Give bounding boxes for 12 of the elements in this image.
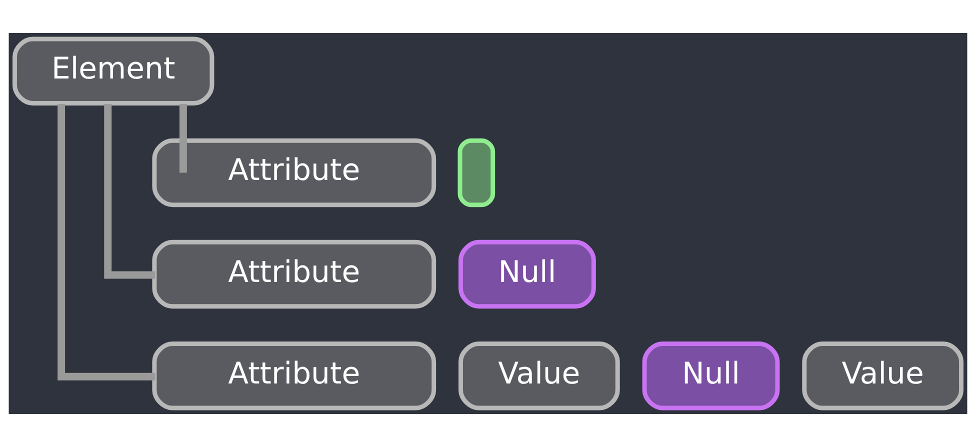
node-box: Attribute	[152, 138, 436, 207]
node-box	[458, 138, 496, 207]
node-box: Attribute	[152, 239, 436, 308]
node-box: Attribute	[152, 341, 436, 410]
connector	[58, 103, 156, 380]
node-box: Value	[802, 341, 964, 410]
node-box: Value	[458, 341, 620, 410]
connector	[179, 103, 187, 172]
node-box: Element	[12, 36, 214, 105]
connector	[104, 103, 156, 278]
node-box: Null	[642, 341, 780, 410]
node-box: Null	[458, 239, 596, 308]
